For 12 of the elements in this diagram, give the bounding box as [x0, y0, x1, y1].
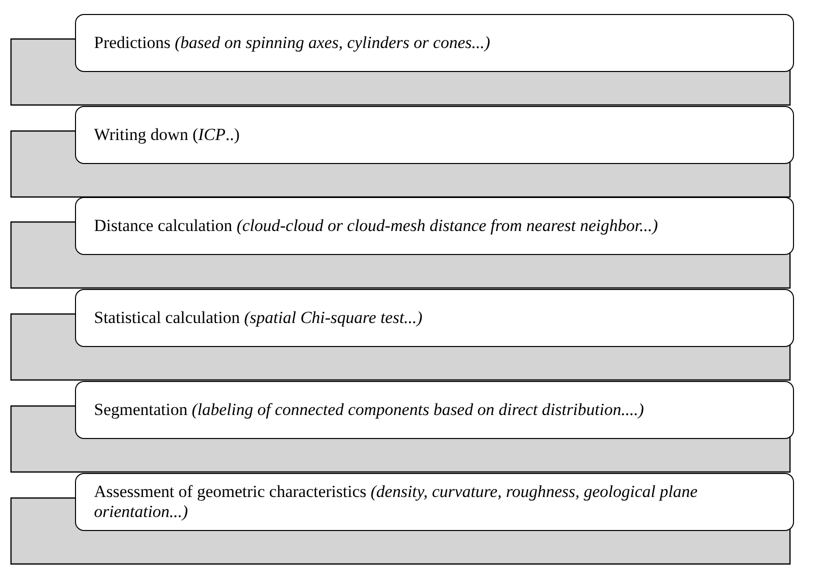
step-box: [75, 381, 794, 439]
step-box: [75, 14, 794, 72]
step-box: [75, 106, 794, 164]
step-text: Writing down (ICP..): [94, 125, 240, 145]
step-text: Predictions (based on spinning axes, cylinders or cones...): [94, 33, 490, 53]
step-text: Distance calculation (cloud-cloud or cloud-mesh distance from nearest neighbor...): [94, 216, 658, 236]
step-text: Statistical calculation (spatial Chi-square test...): [94, 308, 422, 328]
step-box: [75, 473, 794, 531]
step-box: [75, 289, 794, 347]
step-text: Assessment of geometric characteristics (density, curvature, roughness, geological plane orientation...): [94, 482, 699, 522]
step-text: Segmentation (labeling of connected components based on direct distribution....): [94, 400, 644, 420]
step-box: [75, 197, 794, 255]
